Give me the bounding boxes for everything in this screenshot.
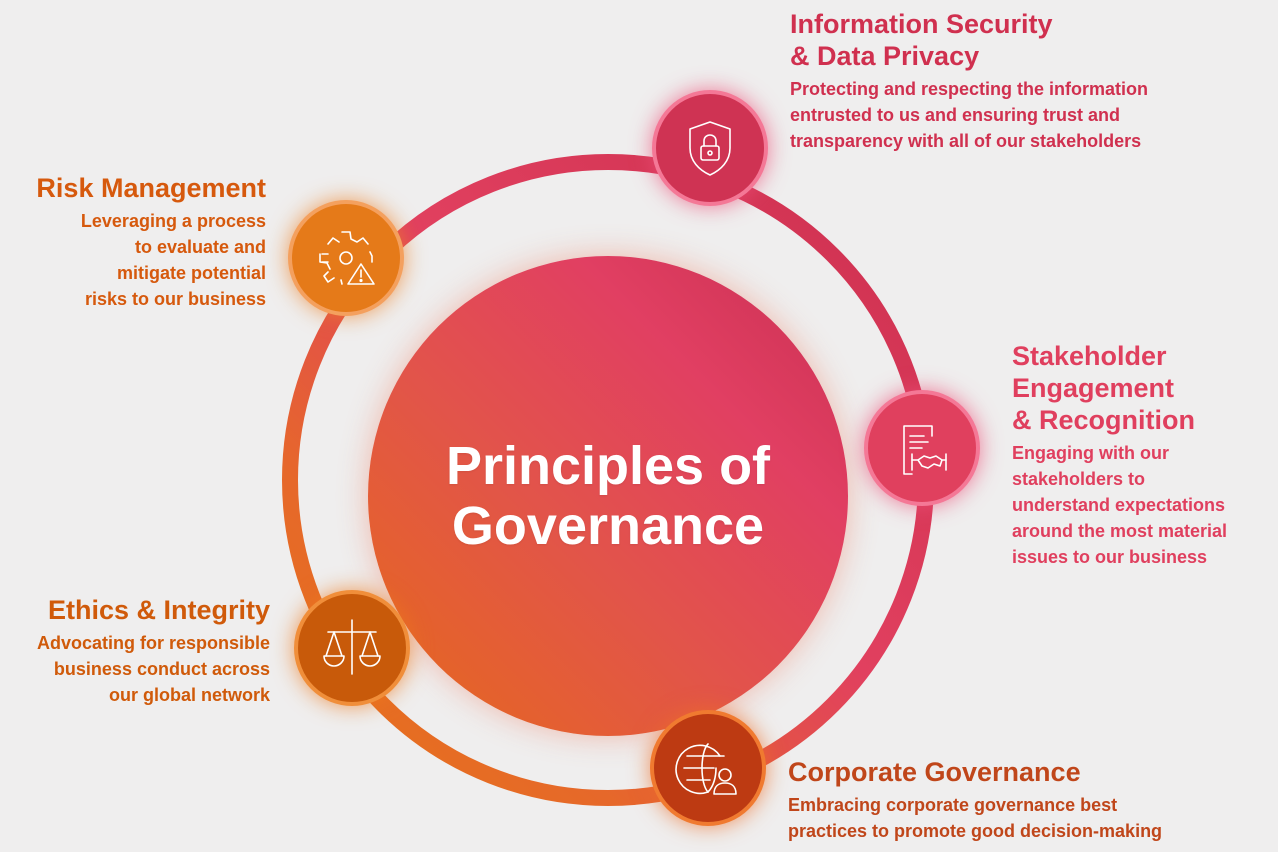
security-title: Information Security & Data Privacy xyxy=(790,8,1230,72)
document-handshake-icon xyxy=(903,425,947,475)
description-line: entrusted to us and ensuring trust and xyxy=(790,105,1121,125)
ethics-node xyxy=(294,590,410,706)
corporate-node xyxy=(650,710,766,826)
corporate-label: Corporate Governance Embracing corporate… xyxy=(788,756,1248,844)
description-line: Leveraging a process xyxy=(80,211,266,231)
security-label: Information Security & Data Privacy Prot… xyxy=(790,8,1230,154)
description-line: stakeholders to xyxy=(1012,469,1146,489)
description-line: to evaluate and xyxy=(134,237,266,257)
center-circle: Principles of Governance xyxy=(368,256,848,736)
risk-node xyxy=(288,200,404,316)
center-title-line1: Principles of xyxy=(445,436,771,496)
description-line: Protecting and respecting the informatio… xyxy=(790,79,1149,99)
corporate-description: Embracing corporate governance best prac… xyxy=(788,792,1248,844)
description-line: Advocating for responsible xyxy=(36,633,270,653)
description-line: practices to promote good decision-makin… xyxy=(788,821,1163,841)
stakeholder-label: Stakeholder Engagement & Recognition Eng… xyxy=(1012,340,1272,570)
risk-label: Risk Management Leveraging a process to … xyxy=(20,172,266,312)
stakeholder-node xyxy=(864,390,980,506)
ethics-description: Advocating for responsible business cond… xyxy=(10,630,270,708)
stakeholder-description: Engaging with our stakeholders to unders… xyxy=(1012,440,1272,570)
description-line: business conduct across xyxy=(53,659,270,679)
risk-title: Risk Management xyxy=(36,173,266,203)
security-description: Protecting and respecting the informatio… xyxy=(790,76,1230,154)
ethics-title: Ethics & Integrity xyxy=(47,595,270,625)
stakeholder-title-line2: Engagement xyxy=(1012,373,1175,403)
shield-lock-icon xyxy=(689,121,731,176)
description-line: mitigate potential xyxy=(116,263,266,283)
security-title-line2: & Data Privacy xyxy=(790,41,980,71)
globe-person-icon xyxy=(675,743,737,795)
description-line: Engaging with our xyxy=(1012,443,1169,463)
security-title-line1: Information Security xyxy=(790,9,1053,39)
ethics-label: Ethics & Integrity Advocating for respon… xyxy=(10,594,270,708)
security-node xyxy=(652,90,768,206)
description-line: Embracing corporate governance best xyxy=(788,795,1118,815)
scales-icon xyxy=(323,619,381,675)
description-line: around the most material xyxy=(1012,521,1228,541)
stakeholder-title-line1: Stakeholder xyxy=(1012,341,1167,371)
description-line: understand expectations xyxy=(1012,495,1226,515)
gear-warning-icon xyxy=(319,231,375,285)
description-line: issues to our business xyxy=(1012,547,1208,567)
stakeholder-title: Stakeholder Engagement & Recognition xyxy=(1012,340,1272,436)
description-line: our global network xyxy=(108,685,270,705)
center-title-line2: Governance xyxy=(451,496,765,556)
risk-description: Leveraging a process to evaluate and mit… xyxy=(20,208,266,312)
center-title: Principles of Governance xyxy=(408,436,808,556)
description-line: transparency with all of our stakeholder… xyxy=(790,131,1142,151)
corporate-title: Corporate Governance xyxy=(788,757,1081,787)
stakeholder-title-line3: & Recognition xyxy=(1012,405,1195,435)
description-line: risks to our business xyxy=(84,289,266,309)
